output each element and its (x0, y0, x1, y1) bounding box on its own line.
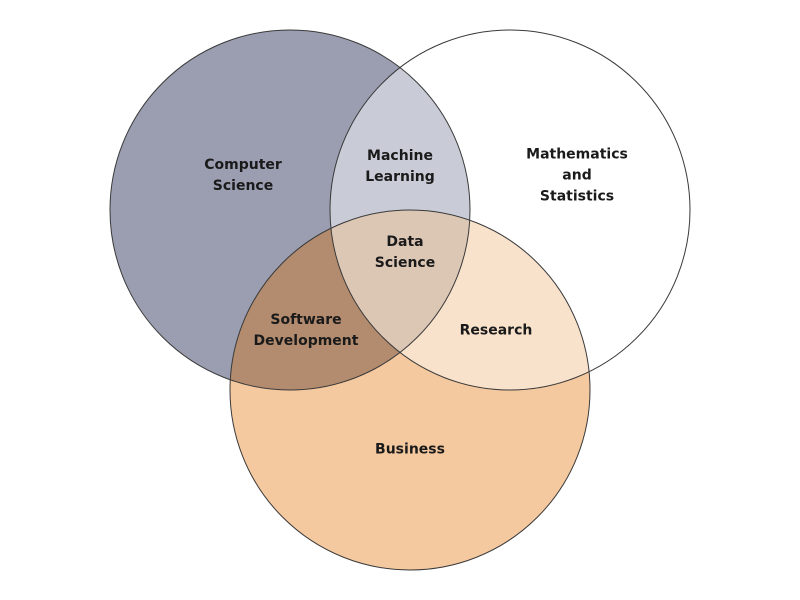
math-stats-label: Mathematics and Statistics (526, 145, 628, 208)
business-label: Business (375, 440, 445, 461)
label-line: Science (212, 178, 274, 194)
label-line: Science (374, 255, 436, 271)
data-science-label: Data Science (375, 232, 435, 274)
label-line: Computer (204, 157, 282, 173)
label-line: Software (270, 312, 342, 328)
label-line: Mathematics (526, 146, 628, 163)
label-line: Machine (367, 148, 433, 164)
research-label: Research (460, 321, 533, 342)
label-line: Statistics (539, 188, 615, 205)
label-line: Data (386, 234, 424, 250)
computer-science-label: Computer Science (204, 155, 282, 197)
machine-learning-label: Machine Learning (365, 146, 435, 188)
label-line: Development (253, 333, 359, 349)
label-line: Learning (365, 169, 435, 185)
research-region (330, 210, 590, 390)
label-line: Business (375, 441, 445, 458)
label-line: and (562, 167, 592, 184)
software-development-label: Software Development (254, 310, 359, 352)
software-development-region (230, 210, 470, 390)
label-line: Research (459, 322, 533, 339)
